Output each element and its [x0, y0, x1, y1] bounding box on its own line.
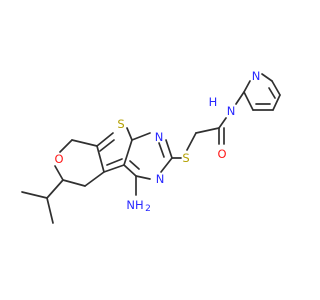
bond	[158, 142, 165, 158]
bond	[135, 175, 151, 180]
bond	[195, 127, 220, 134]
bond	[129, 160, 140, 170]
bond	[235, 91, 245, 105]
bond	[186, 132, 197, 151]
bond	[84, 171, 105, 187]
bond	[160, 157, 173, 173]
bond	[218, 117, 227, 129]
bond	[123, 139, 133, 166]
thiophene-sulfur-label: S	[117, 117, 124, 131]
bond	[243, 91, 254, 111]
bond	[96, 132, 114, 147]
pyridine-nitrogen-label: N	[252, 69, 261, 83]
thioether-sulfur-label: S	[182, 151, 189, 165]
bond	[261, 73, 273, 82]
bond	[103, 164, 125, 173]
bond	[46, 179, 64, 199]
amino-group-label: NH	[126, 198, 143, 212]
amino-subscript-label: 2	[145, 204, 151, 214]
bond	[71, 139, 98, 147]
bond	[272, 94, 281, 111]
bond	[62, 179, 86, 187]
atom-label-layer: O S N N S O N H N NH 2	[54, 69, 260, 214]
bond	[131, 132, 151, 141]
bond	[123, 164, 137, 177]
bond	[106, 158, 123, 166]
bond	[21, 191, 48, 199]
bond	[99, 139, 115, 152]
bond	[271, 80, 281, 96]
pyrimidine-nitrogen-bottom-label: N	[156, 172, 165, 186]
bond	[54, 165, 64, 181]
bond	[243, 80, 251, 93]
bond	[165, 139, 173, 159]
bond	[59, 139, 73, 153]
amide-nitrogen-label: N	[227, 104, 236, 118]
bond	[46, 197, 54, 224]
pyrimidine-nitrogen-top-label: N	[155, 130, 164, 144]
amide-hydrogen-label: H	[209, 95, 218, 109]
bond	[268, 87, 276, 99]
bond-layer	[21, 73, 281, 224]
bond	[126, 127, 133, 141]
pyran-oxygen-label: O	[54, 152, 63, 166]
carbonyl-oxygen-label: O	[217, 147, 226, 161]
molecule-structure: O S N N S O N H N NH 2	[21, 69, 281, 224]
bond	[96, 145, 105, 173]
